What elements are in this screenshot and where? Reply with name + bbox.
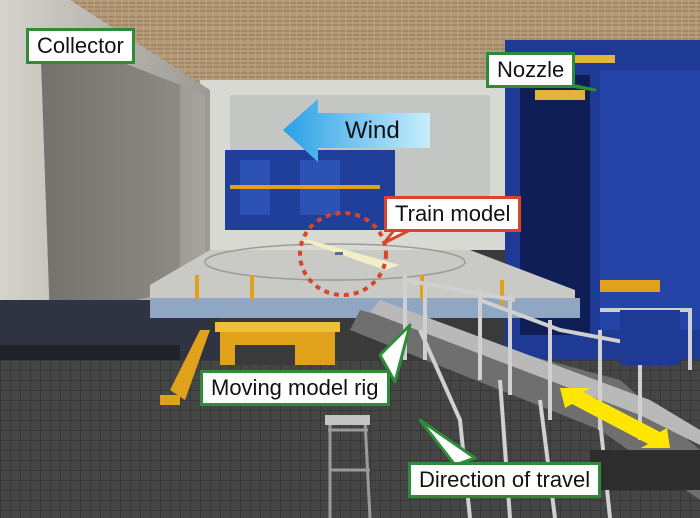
direction-of-travel-label: Direction of travel xyxy=(408,462,602,498)
moving-model-rig-label: Moving model rig xyxy=(200,370,390,406)
train-model-label: Train model xyxy=(384,196,522,232)
wind-arrow xyxy=(283,99,430,162)
wind-label: Wind xyxy=(345,117,400,144)
nozzle-label: Nozzle xyxy=(486,52,576,88)
train-model-circle xyxy=(298,211,388,297)
collector-label: Collector xyxy=(26,28,135,64)
direction-arrow xyxy=(560,388,670,448)
